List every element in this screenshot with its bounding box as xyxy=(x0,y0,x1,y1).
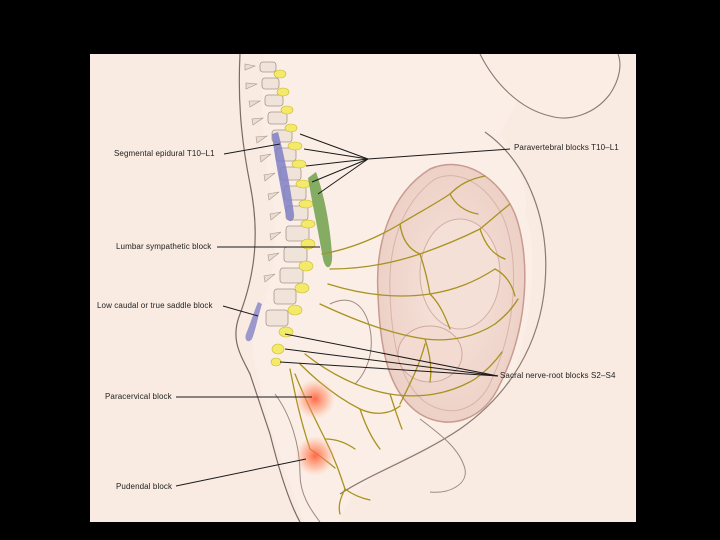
fetus-head xyxy=(398,326,462,382)
label-paracervical: Paracervical block xyxy=(105,392,172,401)
label-sacral-nerve-root: Sacral nerve-root blocks S2–S4 xyxy=(500,371,616,380)
label-pudendal: Pudendal block xyxy=(116,482,172,491)
label-paravertebral: Paravertebral blocks T10–L1 xyxy=(514,143,619,152)
pudendal-glow xyxy=(295,436,335,476)
paracervical-glow xyxy=(295,379,335,419)
anatomy-figure: Segmental epidural T10–L1 Paravertebral … xyxy=(90,54,636,522)
label-low-caudal: Low caudal or true saddle block xyxy=(97,301,213,310)
pregnancy-anatomy-illustration xyxy=(90,54,636,522)
label-lumbar-sympathetic: Lumbar sympathetic block xyxy=(116,242,211,251)
label-segmental-epidural: Segmental epidural T10–L1 xyxy=(114,149,215,158)
